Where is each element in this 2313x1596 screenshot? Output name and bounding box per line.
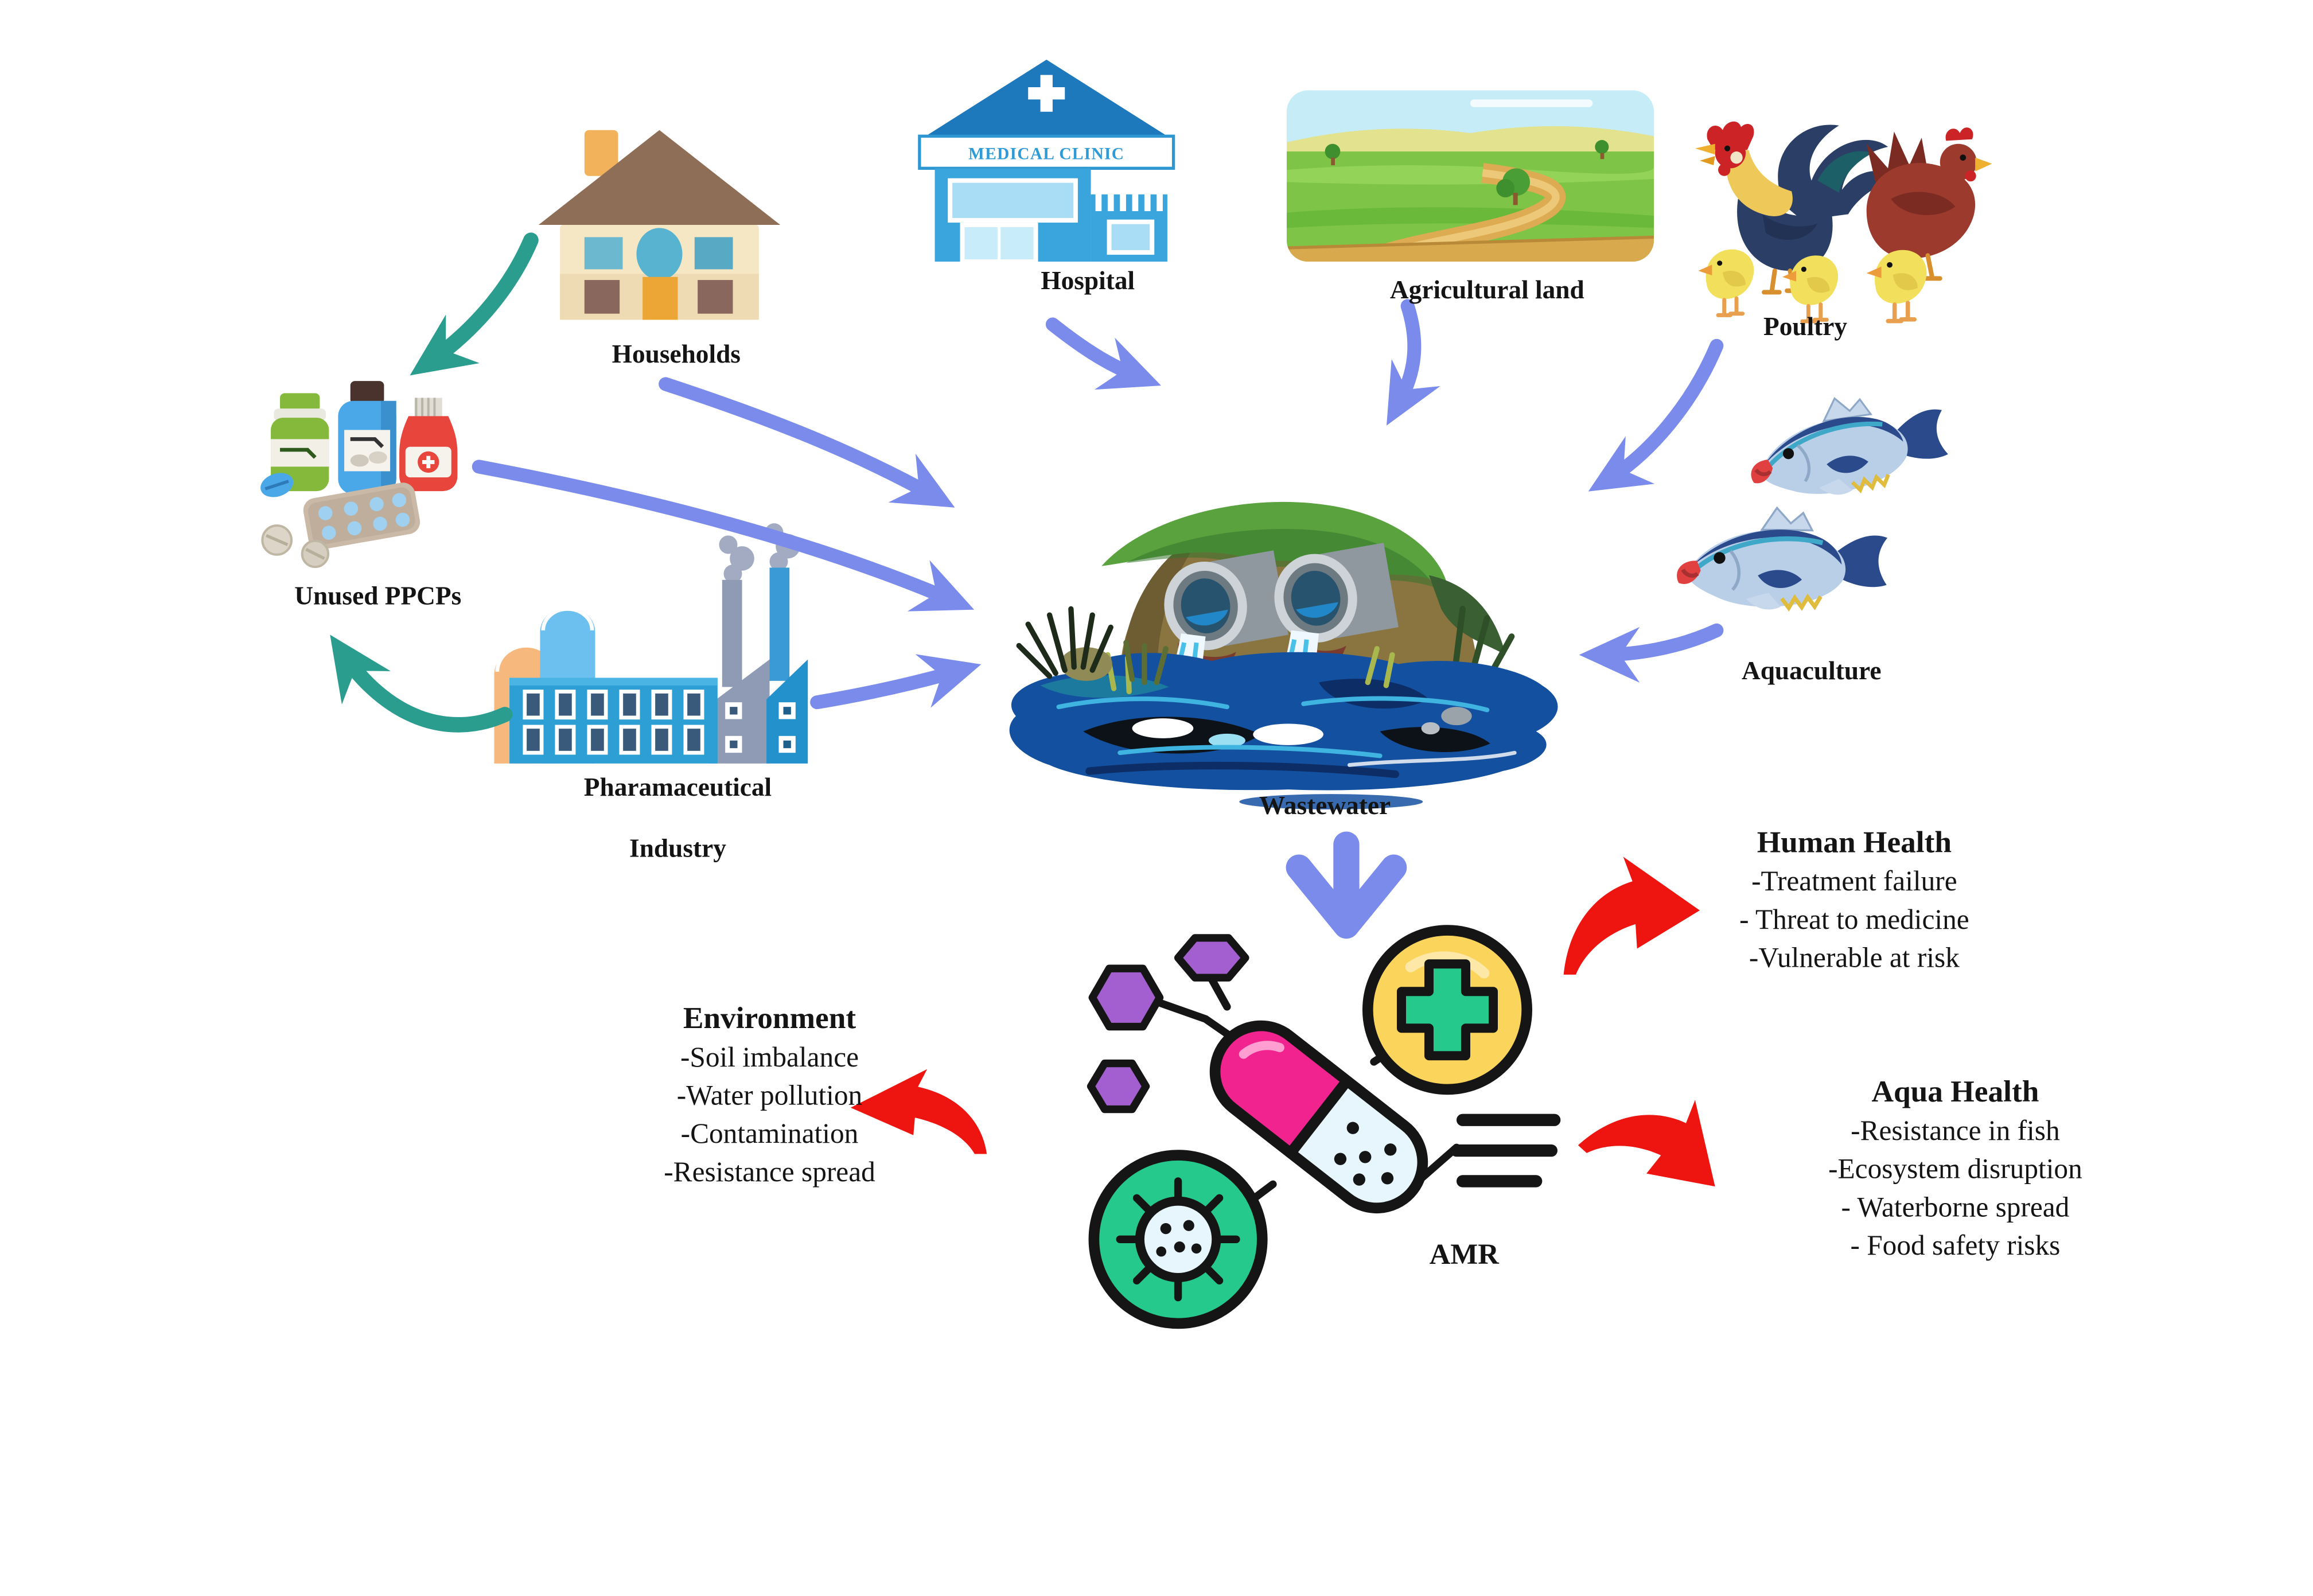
arrow-pharma-to-ppcps [330, 634, 513, 733]
virus-target-circle [1088, 1150, 1268, 1329]
aqua-health-title: Aqua Health [1871, 1075, 2039, 1110]
fish [1751, 397, 1948, 495]
arrow-poultry-to-wastewater [1588, 338, 1724, 492]
virus-dots [1156, 1220, 1202, 1257]
arrow-aquaculture-to-wastewater [1579, 623, 1724, 683]
aqua-health-item: - Food safety risks [1850, 1231, 2061, 1263]
amr-capsule-icon [1087, 925, 1561, 1329]
unused-ppcps-label: Unused PPCPs [294, 581, 462, 611]
clinic-sign: MEDICAL CLINIC [968, 145, 1124, 163]
factory-icon [494, 523, 808, 764]
red-syrup-bottle [399, 398, 458, 492]
capsule [1209, 1020, 1428, 1214]
aqua-health-block: Aqua Health -Resistance in fish -Ecosyst… [1828, 1076, 2082, 1267]
medicine-bottles-icon [260, 381, 458, 569]
environment-block: Environment -Soil imbalance -Water pollu… [664, 1002, 875, 1193]
arrow-wastewater-to-amr [1286, 831, 1407, 939]
environment-item: -Resistance spread [664, 1158, 875, 1189]
cross-icon [1028, 75, 1065, 112]
chimney [584, 130, 618, 176]
human-health-block: Human Health -Treatment failure - Threat… [1739, 826, 1969, 979]
arrow-ppcps-to-wastewater [472, 460, 975, 612]
households-label: Households [612, 340, 741, 369]
green-pill-bottle [271, 393, 329, 492]
environment-title: Environment [683, 1002, 856, 1036]
factory-windows [523, 690, 704, 755]
environment-item: -Soil imbalance [680, 1043, 859, 1075]
agricultural-land-label: Agricultural land [1389, 275, 1584, 305]
human-health-item: -Treatment failure [1751, 867, 1957, 898]
environment-item: -Contamination [680, 1120, 859, 1151]
fish [1677, 506, 1888, 612]
wastewater-outfall-icon [1009, 501, 1558, 809]
chick-icon [1782, 255, 1839, 324]
arrow-agriculture-to-wastewater [1387, 299, 1440, 426]
blue-medicine-bottle [338, 381, 396, 495]
aqua-health-item: -Ecosystem disruption [1828, 1155, 2082, 1186]
arrow-hospital-to-wastewater [1045, 317, 1162, 390]
human-health-item: - Threat to medicine [1739, 905, 1969, 937]
poultry-flock-icon [1695, 121, 1992, 324]
railing [1091, 188, 1167, 212]
hospital-label: Hospital [1041, 266, 1135, 295]
aqua-health-item: -Resistance in fish [1851, 1116, 2060, 1148]
roof [538, 130, 781, 225]
molecule-hexagons [1087, 934, 1249, 1114]
arrow-amr-to-aqua-health [1578, 1100, 1715, 1187]
pharmaceutical-industry-label: Pharamaceutical Industry [584, 773, 772, 865]
aquaculture-label: Aquaculture [1741, 656, 1882, 686]
pharma-label-line1: Pharamaceutical [583, 772, 772, 802]
blue-tablet [260, 473, 294, 497]
grass-tuft [1016, 606, 1169, 686]
polluted-pond [1009, 646, 1558, 809]
chick-icon [1866, 250, 1927, 324]
outcome-arrows [850, 857, 1715, 1187]
amr-label: AMR [1429, 1239, 1499, 1272]
white-tablets [261, 524, 330, 569]
target-ticks [1116, 1177, 1240, 1302]
capsule-dots [1334, 1122, 1397, 1186]
house-icon [538, 130, 781, 320]
chick-icon [1698, 249, 1754, 317]
farmland-icon [1286, 90, 1654, 262]
poultry-label: Poultry [1763, 312, 1848, 341]
fish-pair-icon [1677, 397, 1948, 612]
environment-item: -Water pollution [676, 1081, 863, 1112]
wastewater-label: Wastewater [1259, 791, 1391, 820]
effect-lines [1450, 1114, 1561, 1188]
aqua-health-item: - Waterborne spread [1841, 1193, 2070, 1224]
human-health-item: -Vulnerable at risk [1749, 944, 1960, 975]
pill-blister-pack [303, 482, 420, 550]
arrow-amr-to-human-health [1563, 857, 1700, 975]
human-health-title: Human Health [1757, 826, 1952, 860]
arrow-households-to-wastewater [659, 377, 955, 508]
discharge-pipes [1164, 543, 1399, 674]
arrow-amr-to-environment [850, 1069, 987, 1154]
medical-cross-circle [1362, 925, 1533, 1095]
door [642, 277, 678, 320]
pharma-label-line2: Industry [629, 834, 726, 863]
arrow-households-to-ppcps [410, 232, 539, 376]
hospital-building-icon: MEDICAL CLINIC [918, 60, 1175, 264]
flow-arrows [330, 232, 1724, 733]
arrow-pharma-to-wastewater [810, 654, 982, 710]
